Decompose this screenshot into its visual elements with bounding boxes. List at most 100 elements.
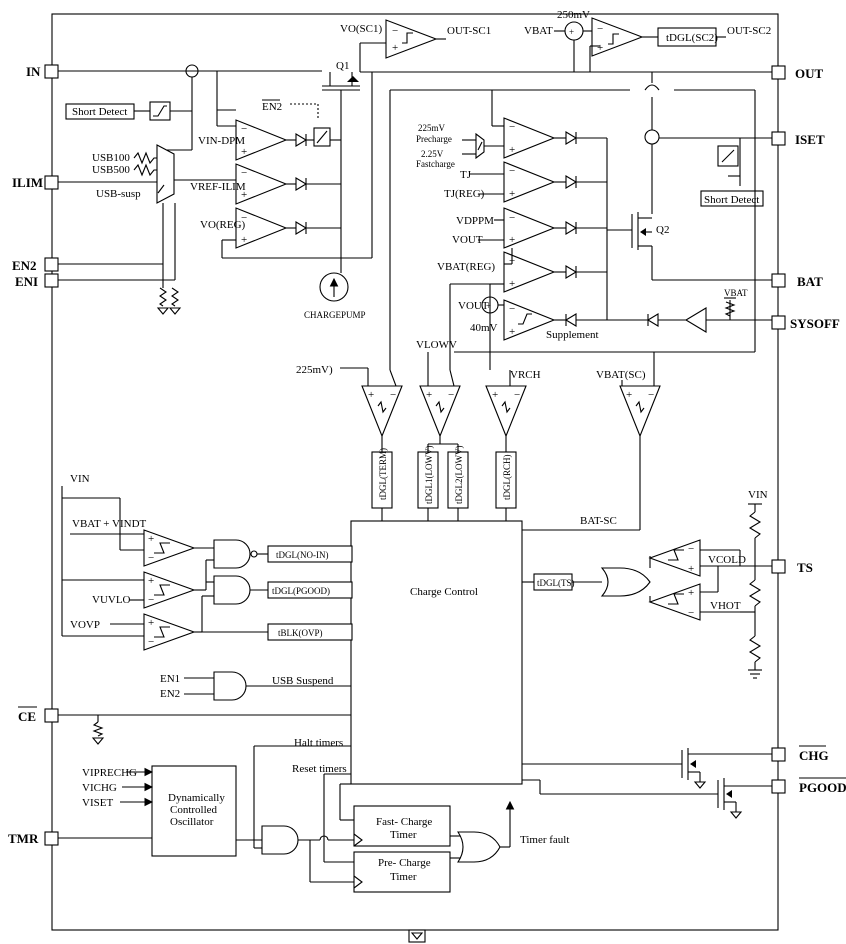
vichg-label: VICHG bbox=[82, 782, 117, 794]
comparator-vo-reg: − + VO(REG) bbox=[200, 72, 373, 259]
svg-text:−: − bbox=[514, 389, 520, 401]
amp-bat-reg: − + VBAT(REG) bbox=[437, 248, 607, 370]
svg-text:−: − bbox=[148, 636, 154, 648]
pin-bat: BAT bbox=[771, 273, 823, 289]
svg-text:+: + bbox=[148, 533, 154, 545]
fastcharge-label: Fastcharge bbox=[416, 159, 455, 169]
out-sc1-label: OUT-SC1 bbox=[447, 25, 491, 37]
vbat-reg-label: VBAT(REG) bbox=[437, 261, 495, 273]
charge-control-label: Charge Control bbox=[410, 586, 478, 598]
q1-transistor: Q1 bbox=[322, 60, 360, 250]
deglitch-timers: tDGL(TERM) tDGL1(LOWV) tDGL2(LOWV) tDGL(… bbox=[371, 446, 617, 527]
q1-label: Q1 bbox=[336, 60, 349, 72]
svg-text:+: + bbox=[486, 301, 491, 311]
amp-dppm: − + VDPPM VOUT bbox=[452, 207, 607, 249]
osc-line1-label: Dynamically bbox=[168, 792, 225, 804]
mv40-label: 40mV bbox=[470, 322, 498, 334]
pin-sysoff: SYSOFF bbox=[771, 315, 840, 331]
amp-precharge: − + 225mV Precharge 2.25V Fastcharge bbox=[416, 117, 607, 169]
pin-tmr: TMR bbox=[8, 831, 59, 846]
tdgl-term-label: tDGL(TERM) bbox=[378, 448, 388, 500]
vo-reg-label: VO(REG) bbox=[200, 219, 246, 231]
viset-label: VISET bbox=[82, 797, 113, 809]
pin-tmr-label: TMR bbox=[8, 831, 39, 846]
chg-transistor bbox=[522, 748, 772, 789]
vcold-label: VCOLD bbox=[708, 554, 746, 566]
svg-text:+: + bbox=[241, 189, 247, 201]
q2-transistor: Q2 bbox=[607, 212, 772, 281]
fastcharge-v-label: 2.25V bbox=[421, 149, 444, 159]
tj-label: TJ bbox=[460, 169, 472, 181]
en2-bar-label: EN2 bbox=[262, 101, 282, 113]
power-path-wiring bbox=[58, 42, 772, 151]
svg-text:−: − bbox=[688, 607, 694, 619]
vlowv-label: VLOWV bbox=[416, 339, 457, 351]
svg-text:−: − bbox=[597, 23, 603, 35]
tblk-ovp-label: tBLK(OVP) bbox=[278, 628, 323, 638]
pin-ts: TS bbox=[771, 559, 813, 575]
vin-ts-label: VIN bbox=[748, 489, 768, 501]
fast-charge-2-label: Timer bbox=[390, 829, 417, 841]
iset-path: Short Detect bbox=[389, 72, 772, 370]
pin-in: IN bbox=[26, 64, 59, 79]
pre-charge-1-label: Pre- Charge bbox=[378, 857, 431, 869]
tdgl-ts-label: tDGL(TS) bbox=[537, 578, 575, 588]
vbat-vindt-label: VBAT + VINDT bbox=[72, 518, 147, 530]
usb-suspend-gate: EN1 EN2 USB Suspend bbox=[160, 671, 351, 701]
supplement-label: Supplement bbox=[546, 329, 599, 341]
usb-suspend-label: USB Suspend bbox=[272, 675, 334, 687]
vout2-label: VOUT bbox=[458, 300, 489, 312]
short-detect-right-label: Short Detect bbox=[704, 194, 759, 206]
pin-chg: CHG bbox=[771, 745, 829, 763]
svg-text:+: + bbox=[241, 146, 247, 158]
vbat-sc-label: VBAT(SC) bbox=[596, 369, 646, 381]
timer-fault-label: Timer fault bbox=[520, 834, 569, 846]
usb500-label: USB500 bbox=[92, 164, 130, 176]
svg-text:+: + bbox=[597, 42, 603, 54]
chargepump-label: CHARGEPUMP bbox=[304, 310, 366, 320]
svg-text:+: + bbox=[509, 326, 515, 338]
svg-text:+: + bbox=[688, 563, 694, 575]
vbat-sys-label: VBAT bbox=[724, 288, 748, 298]
en1-in-label: EN1 bbox=[160, 673, 180, 685]
pre-charge-2-label: Timer bbox=[390, 871, 417, 883]
svg-text:−: − bbox=[509, 121, 515, 133]
out-sc2-label: OUT-SC2 bbox=[727, 25, 771, 37]
svg-text:−: − bbox=[241, 212, 247, 224]
reset-timers-label: Reset timers bbox=[292, 763, 347, 775]
amp-tj: − + TJ TJ(REG) bbox=[444, 161, 607, 203]
pin-chg-label: CHG bbox=[799, 748, 829, 763]
en2-in-label: EN2 bbox=[160, 688, 180, 700]
svg-text:−: − bbox=[148, 594, 154, 606]
vin-dpm-label: VIN-DPM bbox=[198, 135, 245, 147]
tdgl-pgood-label: tDGL(PGOOD) bbox=[272, 586, 330, 596]
vuvlo-label: VUVLO bbox=[92, 594, 131, 606]
vovp-label: VOVP bbox=[70, 619, 100, 631]
svg-text:+: + bbox=[688, 587, 694, 599]
svg-text:−: − bbox=[509, 303, 515, 315]
comparator-vref-ilim: − + VREF-ILIM bbox=[190, 163, 341, 205]
svg-text:+: + bbox=[368, 389, 374, 401]
comparator-out-sc2: + − + tDGL(SC2) VBAT 250mV OUT-SC2 bbox=[524, 9, 771, 72]
ts-section: tDGL(TS) − + + − VCOLD VHOT VIN bbox=[522, 489, 772, 679]
vbat-top-label: VBAT bbox=[524, 25, 553, 37]
svg-text:−: − bbox=[392, 25, 398, 37]
halt-timers-label: Halt timers bbox=[294, 737, 343, 749]
tdgl2-low-label: tDGL2(LOWV) bbox=[454, 446, 464, 504]
fast-charge-1-label: Fast- Charge bbox=[376, 816, 432, 828]
mv250-label: 250mV bbox=[557, 9, 590, 21]
osc-line3-label: Oscillator bbox=[170, 816, 214, 828]
osc-line2-label: Controlled bbox=[170, 804, 218, 816]
mv225-label: 225mV) bbox=[296, 364, 333, 376]
svg-text:−: − bbox=[448, 389, 454, 401]
thermal-pad-icon bbox=[408, 929, 426, 943]
en-wiring bbox=[58, 263, 182, 315]
svg-text:+: + bbox=[569, 27, 574, 37]
pin-pgood-label: PGOOD bbox=[799, 780, 846, 795]
viprechg-label: VIPRECHG bbox=[82, 767, 137, 779]
charge-control-block: Charge Control bbox=[350, 520, 523, 785]
svg-text:−: − bbox=[688, 543, 694, 555]
svg-text:+: + bbox=[509, 144, 515, 156]
